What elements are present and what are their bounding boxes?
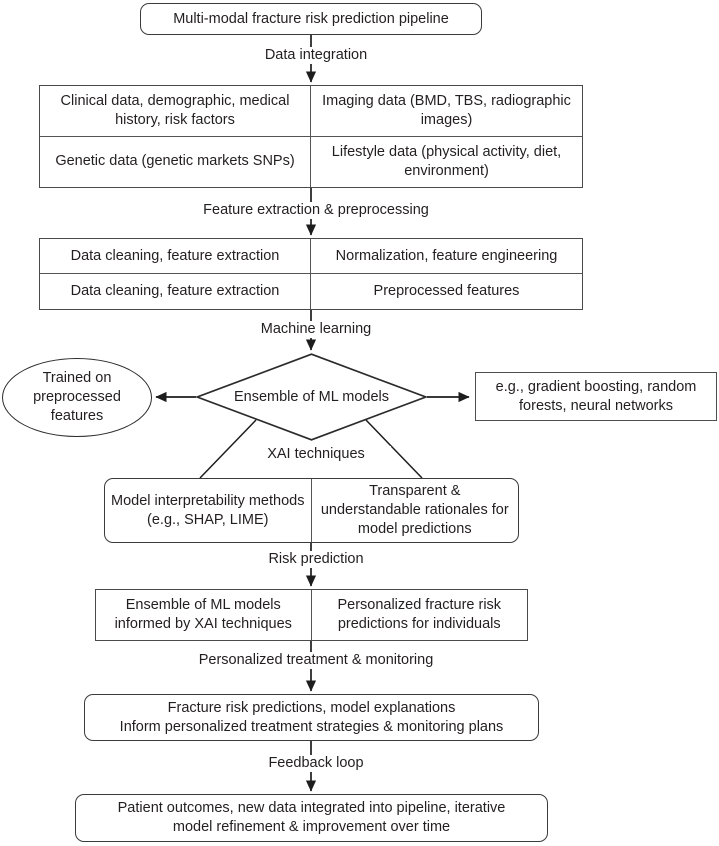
machine-learning-text: Machine learning <box>260 321 372 337</box>
cell-data-cleaning-2[interactable]: Data cleaning, feature extraction <box>40 274 311 309</box>
risk-prediction-text: Risk prediction <box>268 551 364 567</box>
edge-label-personalized-treatment: Personalized treatment & monitoring <box>166 652 466 670</box>
treatment-line-1: Fracture risk predictions, model explana… <box>167 699 456 716</box>
feedback-line-1: Patient outcomes, new data integrated in… <box>117 800 506 817</box>
xai-techniques-text: XAI techniques <box>267 446 365 462</box>
personalized-treatment-text: Personalized treatment & monitoring <box>198 652 434 668</box>
node-treatment-plan[interactable]: Fracture risk predictions, model explana… <box>84 694 539 741</box>
data-integration-text: Data integration <box>264 47 368 63</box>
feedback-loop-text: Feedback loop <box>268 755 364 771</box>
treatment-line-2: Inform personalized treatment strategies… <box>119 718 504 735</box>
feature-extraction-text: Feature extraction & preprocessing <box>203 202 429 218</box>
pipeline-title-label: Multi-modal fracture risk prediction pip… <box>173 10 449 27</box>
table-data-sources: Clinical data, demographic, medical hist… <box>39 85 583 188</box>
node-ml-examples[interactable]: e.g., gradient boosting, random forests,… <box>475 372 717 421</box>
node-feedback-outcomes[interactable]: Patient outcomes, new data integrated in… <box>75 794 548 842</box>
node-xai-methods: Model interpretability methods (e.g., SH… <box>104 478 519 543</box>
cell-model-interpretability[interactable]: Model interpretability methods (e.g., SH… <box>105 479 312 542</box>
table-preprocessing: Data cleaning, feature extraction Normal… <box>39 238 583 310</box>
cell-lifestyle-data[interactable]: Lifestyle data (physical activity, diet,… <box>331 143 562 179</box>
cell-personalized-risk-predictions[interactable]: Personalized fracture risk predictions f… <box>337 597 502 632</box>
edge-label-feature-extraction: Feature extraction & preprocessing <box>181 202 451 220</box>
cell-preprocessed-features[interactable]: Preprocessed features <box>373 283 520 300</box>
cell-ensemble-informed-by-xai[interactable]: Ensemble of ML models informed by XAI te… <box>96 590 312 640</box>
cell-genetic-data[interactable]: Genetic data (genetic markets SNPs) <box>40 136 311 187</box>
ml-examples-label: e.g., gradient boosting, random forests,… <box>495 378 697 414</box>
cell-transparent-rationales[interactable]: Transparent & understandable rationales … <box>320 483 509 537</box>
node-trained-on-preprocessed-features[interactable]: Trained on preprocessed features <box>2 358 152 437</box>
cell-data-cleaning-1[interactable]: Data cleaning, feature extraction <box>40 239 311 274</box>
trained-on-label: Trained on preprocessed features <box>33 370 121 424</box>
diamond-shape <box>194 353 429 441</box>
edge-label-feedback-loop: Feedback loop <box>251 755 381 773</box>
node-pipeline-title[interactable]: Multi-modal fracture risk prediction pip… <box>140 3 482 35</box>
edge-ml-to-xai-left <box>199 419 257 479</box>
edge-label-data-integration: Data integration <box>231 47 401 65</box>
node-ml-decision[interactable]: Ensemble of ML models <box>194 353 429 441</box>
edge-ml-to-xai-right <box>365 419 423 479</box>
feedback-line-2: model refinement & improvement over time <box>172 819 451 835</box>
cell-clinical-data[interactable]: Clinical data, demographic, medical hist… <box>40 86 311 137</box>
edge-label-xai-techniques: XAI techniques <box>241 446 391 464</box>
cell-normalization[interactable]: Normalization, feature engineering <box>311 239 582 274</box>
table-risk-outputs: Ensemble of ML models informed by XAI te… <box>95 589 528 641</box>
cell-imaging-data[interactable]: Imaging data (BMD, TBS, radiographic ima… <box>311 86 582 137</box>
edge-label-risk-prediction: Risk prediction <box>241 551 391 569</box>
edge-label-machine-learning: Machine learning <box>231 321 401 339</box>
